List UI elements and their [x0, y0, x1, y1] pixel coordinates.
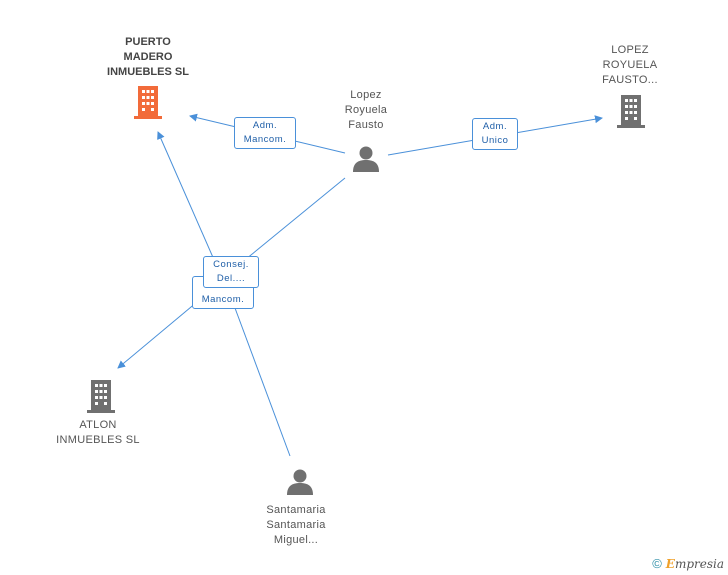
building-icon[interactable] [134, 86, 162, 119]
label-line: Santamaria [266, 504, 326, 516]
edge-label-consej-del[interactable]: Consej. Del.... [203, 256, 259, 288]
building-icon[interactable] [87, 380, 115, 413]
label-line: ATLON [79, 419, 117, 431]
person-icon[interactable] [353, 146, 379, 173]
edge-label-line: Del.... [216, 273, 246, 284]
label-line: Miguel... [273, 534, 319, 546]
edge-label-line: Unico [481, 135, 509, 146]
edge-label-line: Mancom. [243, 134, 287, 145]
label-line: INMUEBLES SL [56, 434, 140, 446]
copyright-symbol: © [652, 556, 662, 571]
edge-label-line: Consej. [213, 259, 249, 270]
label-line: INMUEBLES SL [107, 66, 189, 78]
person-icon[interactable] [287, 469, 313, 496]
edge-label-line: Adm. [252, 120, 278, 131]
edge-santamaria-to-puerto [157, 131, 216, 263]
footer-brand: © E mpresia [652, 556, 724, 571]
edge-santamaria-to-lopez [239, 177, 346, 265]
node-label-lopez-person[interactable]: Lopez Royuela Fausto [311, 88, 421, 133]
label-line: ROYUELA [602, 59, 658, 71]
edge-label-adm-unico[interactable]: Adm. Unico [472, 118, 518, 150]
label-line: Royuela [344, 104, 388, 116]
node-label-santamaria[interactable]: Santamaria Santamaria Miguel... [241, 503, 351, 548]
node-label-puerto-madero[interactable]: PUERTO MADERO INMUEBLES SL [93, 35, 203, 80]
edge-label-line: Adm. [482, 121, 508, 132]
node-label-atlon[interactable]: ATLON INMUEBLES SL [43, 418, 153, 448]
brand-logo-initial: E [665, 556, 675, 571]
edge-santamaria-to-atlon [117, 296, 204, 369]
edge-label-adm-mancom[interactable]: Adm. Mancom. [234, 117, 296, 149]
label-line: Santamaria [266, 519, 326, 531]
building-icon[interactable] [617, 95, 645, 128]
brand-logo-name: mpresia [674, 556, 724, 571]
label-line: LOPEZ [611, 44, 649, 56]
label-line: MADERO [123, 51, 173, 63]
edge-santamaria-source [231, 299, 291, 457]
node-label-lopez-company[interactable]: LOPEZ ROYUELA FAUSTO... [575, 43, 685, 88]
label-line: PUERTO [125, 36, 171, 48]
edge-label-line: Mancom. [201, 294, 245, 305]
label-line: FAUSTO... [602, 74, 658, 86]
label-line: Fausto [348, 119, 384, 131]
label-line: Lopez [350, 89, 382, 101]
